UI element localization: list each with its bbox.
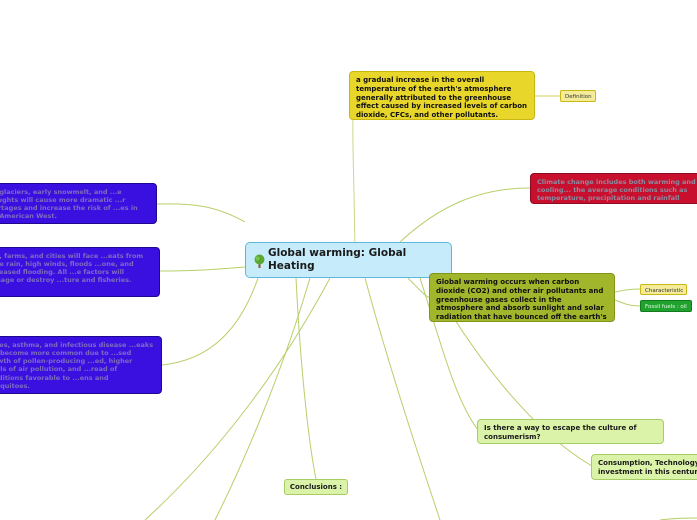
link-fossil-tag bbox=[614, 299, 641, 307]
conclusions-node[interactable]: Conclusions : bbox=[284, 479, 348, 495]
link-characteristic-tag bbox=[614, 288, 641, 293]
consumption-node[interactable]: Consumption, Technology investment in th… bbox=[591, 454, 697, 480]
effect-text-farms: ...ts, farms, and cities will face ...ea… bbox=[0, 252, 144, 285]
link-left-2 bbox=[159, 266, 246, 272]
climate-change-node[interactable]: Climate change includes both warming and… bbox=[530, 173, 697, 204]
link-conclusions bbox=[295, 277, 317, 480]
link-climate-change bbox=[399, 187, 531, 243]
link-bottom-left-b bbox=[214, 277, 311, 520]
consumption-text: Consumption, Technology investment in th… bbox=[598, 459, 697, 476]
effect-node-health[interactable]: ...gies, asthma, and infectious disease … bbox=[0, 336, 162, 394]
definition-tag[interactable]: Definition bbox=[560, 90, 596, 102]
central-topic-title: Global warming: Global Heating bbox=[268, 247, 407, 273]
characteristic-tag[interactable]: Characteristic bbox=[640, 284, 687, 295]
effect-node-water[interactable]: ...g glaciers, early snowmelt, and ...e … bbox=[0, 183, 157, 224]
effect-node-farms[interactable]: ...ts, farms, and cities will face ...ea… bbox=[0, 247, 160, 297]
characteristics-text: Global warming occurs when carbon dioxid… bbox=[436, 278, 607, 321]
link-consumerism bbox=[419, 277, 479, 431]
tree-icon bbox=[254, 254, 265, 268]
central-topic[interactable]: Global warming: Global Heating bbox=[245, 242, 452, 278]
fossil-fuels-tag[interactable]: Fossil fuels : oil bbox=[640, 300, 692, 312]
effect-text-water: ...g glaciers, early snowmelt, and ...e … bbox=[0, 188, 138, 221]
consumerism-text: Is there a way to escape the culture of … bbox=[484, 424, 637, 441]
link-bottom-mid bbox=[364, 277, 441, 520]
climate-change-text: Climate change includes both warming and… bbox=[537, 178, 696, 203]
definition-node[interactable]: a gradual increase in the overall temper… bbox=[349, 71, 535, 120]
definition-text: a gradual increase in the overall temper… bbox=[356, 76, 528, 119]
consumerism-node[interactable]: Is there a way to escape the culture of … bbox=[477, 419, 664, 444]
link-bottom-left-a bbox=[144, 277, 331, 520]
effect-text-health: ...gies, asthma, and infectious disease … bbox=[0, 341, 154, 390]
link-left-3 bbox=[161, 277, 259, 366]
link-left-1 bbox=[156, 203, 246, 223]
link-characteristics bbox=[407, 277, 431, 299]
conclusions-text: Conclusions : bbox=[289, 483, 343, 491]
characteristics-node[interactable]: Global warming occurs when carbon dioxid… bbox=[429, 273, 615, 322]
